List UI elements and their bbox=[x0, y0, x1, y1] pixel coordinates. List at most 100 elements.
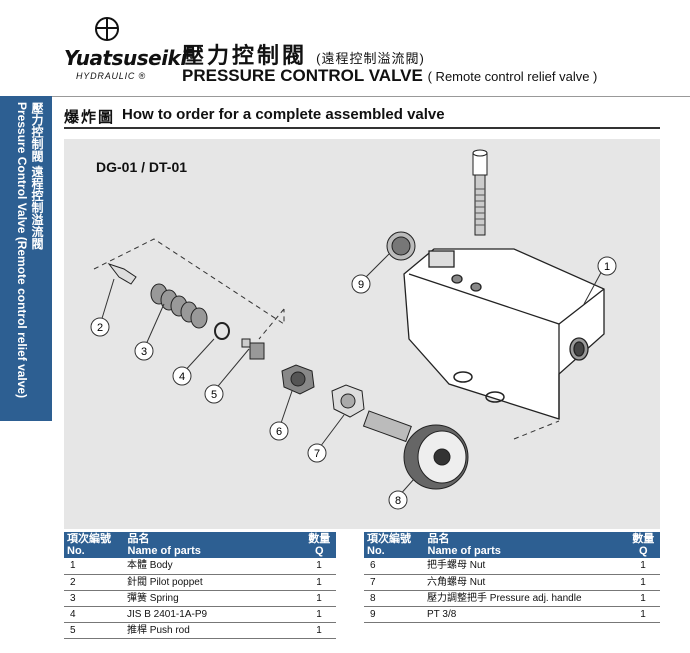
col-no-cn: 項次編號 bbox=[67, 533, 111, 545]
side-tab-cn: 壓力控制閥 遠程控制溢流閥 bbox=[30, 102, 44, 250]
cap-screw bbox=[472, 149, 488, 236]
callout-4: 4 bbox=[172, 338, 215, 386]
valve-body bbox=[403, 248, 605, 420]
part-qty-cell: 1 bbox=[302, 590, 336, 607]
part-name-cell: 彈簧 Spring bbox=[124, 590, 302, 607]
part-name-cell: 推桿 Push rod bbox=[124, 622, 302, 639]
part-number-cell: 7 bbox=[364, 574, 424, 591]
part-qty-cell: 1 bbox=[302, 574, 336, 591]
callout-2: 2 bbox=[90, 278, 115, 337]
callout-5: 5 bbox=[204, 348, 250, 404]
callout-6: 6 bbox=[269, 390, 293, 441]
header-divider bbox=[0, 96, 690, 97]
callout-9: 9 bbox=[351, 253, 390, 294]
callout-7: 7 bbox=[307, 414, 345, 463]
part-qty-cell: 1 bbox=[626, 606, 660, 623]
part-name-cell: 六角螺母 Nut bbox=[424, 574, 626, 591]
col-name-en: Name of parts bbox=[427, 545, 501, 557]
callout-3: 3 bbox=[134, 303, 165, 361]
handle-nut bbox=[281, 364, 315, 395]
side-tab-en: Pressure Control Valve (Remote control r… bbox=[15, 102, 29, 399]
callout-5-label: 5 bbox=[211, 389, 217, 401]
callout-2-label: 2 bbox=[97, 322, 103, 334]
part-qty-cell: 1 bbox=[302, 622, 336, 639]
section-title-cn: 爆炸圖 bbox=[64, 109, 116, 126]
title-en-text: PRESSURE CONTROL VALVE bbox=[182, 66, 423, 85]
col-no-en: No. bbox=[67, 545, 85, 557]
callout-6-label: 6 bbox=[276, 426, 282, 438]
section-title-en: How to order for a complete assembled va… bbox=[122, 106, 445, 123]
part-qty-cell: 1 bbox=[626, 590, 660, 607]
part-name-cell: JIS B 2401-1A-P9 bbox=[124, 606, 302, 623]
body-o-rings bbox=[453, 371, 505, 403]
callouts: 1 2 3 4 5 6 7 8 9 bbox=[90, 253, 617, 510]
title-en-subtitle: ( Remote control relief valve ) bbox=[427, 69, 598, 84]
part-number-cell: 4 bbox=[64, 606, 124, 623]
side-tab-text: 壓力控制閥 遠程控制溢流閥 Pressure Control Valve (Re… bbox=[10, 102, 44, 398]
part-qty-cell: 1 bbox=[626, 574, 660, 591]
part-number-cell: 3 bbox=[64, 590, 124, 607]
col-no-en: No. bbox=[367, 545, 385, 557]
title-cn-subtitle: (遠程控制溢流閥) bbox=[316, 51, 425, 66]
hex-nut bbox=[331, 384, 365, 418]
part-qty-cell: 1 bbox=[302, 606, 336, 623]
part-name-cell: PT 3/8 bbox=[424, 606, 626, 623]
push-rod bbox=[241, 338, 265, 360]
callout-3-label: 3 bbox=[141, 346, 147, 358]
part-number-cell: 6 bbox=[364, 558, 424, 575]
col-name-cn: 品名 bbox=[427, 533, 450, 545]
callout-7-label: 7 bbox=[314, 448, 320, 460]
brand-emblem-icon bbox=[95, 17, 119, 41]
brand-subtitle: HYDRAULIC ® bbox=[76, 71, 146, 81]
part-name-cell: 把手螺母 Nut bbox=[424, 558, 626, 575]
part-qty-cell: 1 bbox=[302, 558, 336, 575]
spring bbox=[150, 283, 208, 329]
brand-name: Yuatsuseiki bbox=[64, 46, 187, 70]
page-header: Yuatsuseiki HYDRAULIC ® 壓力控制閥 (遠程控制溢流閥) … bbox=[0, 0, 690, 96]
callout-4-label: 4 bbox=[179, 371, 185, 383]
section-underline bbox=[64, 127, 660, 129]
o-ring-part-4 bbox=[214, 322, 230, 340]
exploded-diagram: 1 2 3 4 5 6 7 8 9 bbox=[90, 149, 617, 510]
callout-1: 1 bbox=[583, 256, 617, 305]
part-number-cell: 9 bbox=[364, 606, 424, 623]
col-qty-cn: 數量 bbox=[632, 533, 655, 545]
col-qty-cn: 數量 bbox=[308, 533, 331, 545]
callout-8: 8 bbox=[388, 478, 415, 510]
callout-9-label: 9 bbox=[358, 279, 364, 291]
callout-1-label: 1 bbox=[604, 261, 610, 273]
part-number-cell: 2 bbox=[64, 574, 124, 591]
col-qty-en: Q bbox=[638, 545, 648, 557]
part-name-cell: 針閥 Pilot poppet bbox=[124, 574, 302, 591]
part-number-cell: 1 bbox=[64, 558, 124, 575]
col-qty-en: Q bbox=[314, 545, 324, 557]
part-number-cell: 8 bbox=[364, 590, 424, 607]
brand-logo: Yuatsuseiki HYDRAULIC ® bbox=[64, 16, 187, 82]
col-name-cn: 品名 bbox=[127, 533, 150, 545]
col-name-en: Name of parts bbox=[127, 545, 201, 557]
page-title-cn: 壓力控制閥 (遠程控制溢流閥) bbox=[182, 38, 425, 70]
model-number: DG-01 / DT-01 bbox=[96, 159, 188, 175]
title-cn-text: 壓力控制閥 bbox=[182, 43, 308, 68]
pilot-poppet bbox=[107, 263, 137, 285]
